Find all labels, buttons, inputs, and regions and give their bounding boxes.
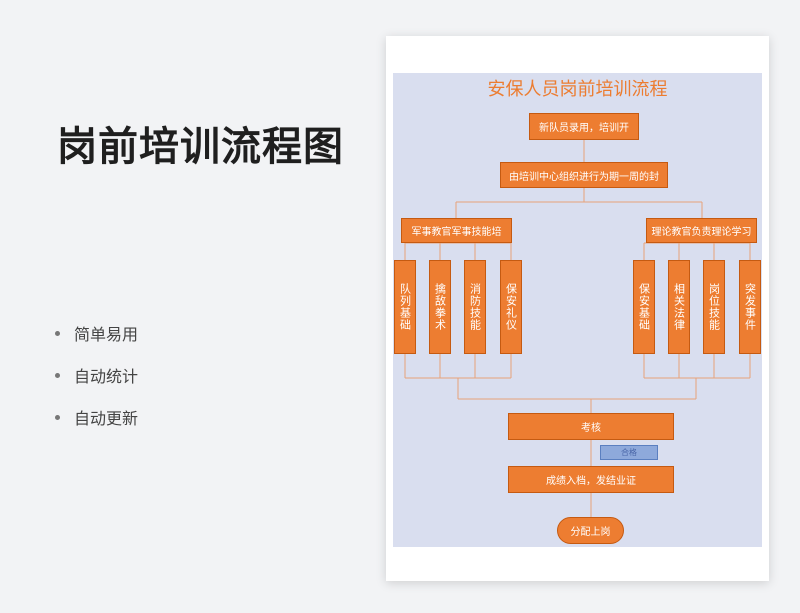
step-certificate: 成绩入档，发结业证 bbox=[508, 466, 674, 493]
connector-lines bbox=[404, 140, 751, 517]
flowchart-title: 安保人员岗前培训流程 bbox=[487, 79, 668, 100]
flowchart: 安保人员岗前培训流程 新队员录用，培训开 由培训中心组织进行为期一周的封 军事教… bbox=[393, 73, 762, 547]
feature-label: 自动统计 bbox=[74, 367, 139, 386]
feature-label: 自动更新 bbox=[74, 409, 139, 428]
branch-military-training: 军事教官军事技能培 bbox=[401, 218, 512, 243]
training-item-emergency: 突发事件 bbox=[739, 260, 761, 354]
training-item-law: 相关法律 bbox=[668, 260, 690, 354]
step-closed-training: 由培训中心组织进行为期一周的封 bbox=[500, 162, 668, 188]
bullet-icon bbox=[55, 414, 60, 420]
feature-item: 简单易用 bbox=[55, 312, 138, 354]
page-title: 岗前培训流程图 bbox=[57, 124, 344, 170]
feature-item: 自动更新 bbox=[55, 396, 138, 438]
training-item-etiquette: 保安礼仪 bbox=[500, 260, 522, 354]
step-exam: 考核 bbox=[508, 413, 674, 440]
training-item-combat: 擒敌拳术 bbox=[429, 260, 451, 354]
bullet-icon bbox=[55, 372, 60, 378]
feature-label: 简单易用 bbox=[74, 325, 139, 344]
pass-label: 合格 bbox=[600, 445, 658, 460]
feature-list: 简单易用 自动统计 自动更新 bbox=[55, 312, 138, 438]
feature-item: 自动统计 bbox=[55, 354, 138, 396]
training-item-job-skills: 岗位技能 bbox=[703, 260, 725, 354]
training-item-drill: 队列基础 bbox=[394, 260, 416, 354]
step-assign-post: 分配上岗 bbox=[557, 517, 624, 544]
bullet-icon bbox=[55, 330, 60, 336]
training-item-security-basics: 保安基础 bbox=[633, 260, 655, 354]
branch-theory-study: 理论教官负责理论学习 bbox=[646, 218, 757, 243]
training-item-fire-safety: 消防技能 bbox=[464, 260, 486, 354]
step-hiring: 新队员录用，培训开 bbox=[529, 113, 639, 140]
document-preview[interactable]: 安保人员岗前培训流程 新队员录用，培训开 由培训中心组织进行为期一周的封 军事教… bbox=[386, 36, 769, 581]
